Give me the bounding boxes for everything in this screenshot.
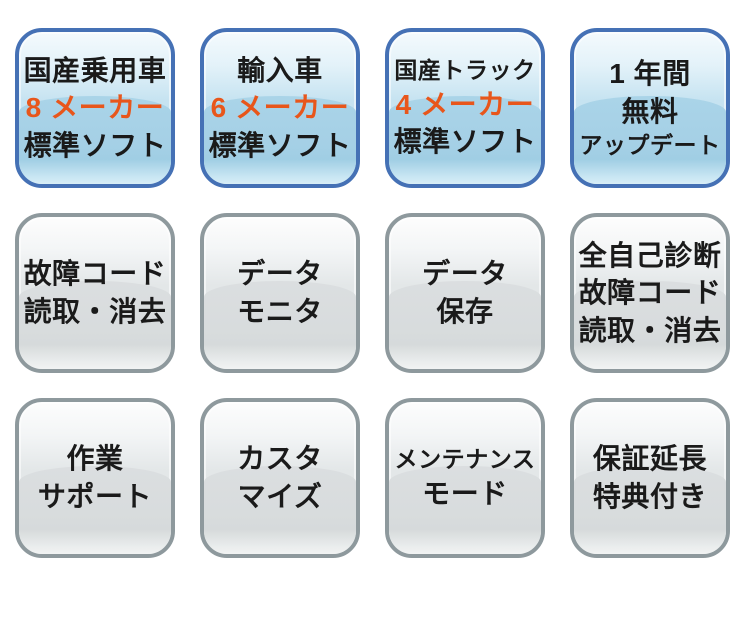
card-import-cars-software[interactable]: 輸入車 6 メーカー 標準ソフト [200,28,360,188]
card-line: 保存 [436,296,494,327]
card-line: カスタ [237,443,323,475]
card-line: モード [422,477,508,509]
card-work-support[interactable]: 作業 サポート [15,398,175,558]
card-line: 国産乗用車 [23,54,167,86]
card-line: 全自己診断 [578,239,722,271]
card-line: 国産トラック [394,57,536,84]
card-line: モニタ [237,296,323,327]
card-line: メンテナンス [394,445,536,472]
card-line: データ [422,258,508,290]
card-domestic-trucks-software[interactable]: 国産トラック 4 メーカー 標準ソフト [385,28,545,188]
card-warranty-extension-bonus[interactable]: 保証延長 特典付き [570,398,730,558]
card-data-monitor[interactable]: データ モニタ [200,213,360,373]
card-line: 故障コード [23,258,167,290]
card-maintenance-mode[interactable]: メンテナンス モード [385,398,545,558]
card-line: 保証延長 [592,443,708,475]
card-line: サポート [37,481,153,512]
card-line: 読取・消去 [578,314,722,346]
card-line: アップデート [579,132,721,159]
card-line: データ [237,258,323,290]
card-customize[interactable]: カスタ マイズ [200,398,360,558]
feature-grid: 国産乗用車 8 メーカー 標準ソフト 輸入車 6 メーカー 標準ソフト 国産トラ… [15,28,730,558]
card-full-self-diagnosis[interactable]: 全自己診断 故障コード 読取・消去 [570,213,730,373]
card-domestic-cars-software[interactable]: 国産乗用車 8 メーカー 標準ソフト [15,28,175,188]
card-line: 故障コード [578,277,722,309]
card-line: 無料 [621,95,679,127]
card-line: 1 年間 [609,58,691,90]
card-free-update[interactable]: 1 年間 無料 アップデート [570,28,730,188]
card-line-accent: 4 メーカー [395,88,535,120]
card-line-accent: 8 メーカー [25,92,165,124]
card-line-accent: 6 メーカー [210,92,350,124]
card-dtc-read-clear[interactable]: 故障コード 読取・消去 [15,213,175,373]
card-line: 輸入車 [237,54,323,86]
card-line: 標準ソフト [208,129,352,161]
card-line: マイズ [237,481,323,512]
card-line: 特典付き [592,481,708,512]
card-line: 標準ソフト [23,129,167,161]
card-line: 作業 [66,443,124,475]
card-data-save[interactable]: データ 保存 [385,213,545,373]
card-line: 読取・消去 [23,296,167,327]
card-line: 標準ソフト [393,126,537,158]
